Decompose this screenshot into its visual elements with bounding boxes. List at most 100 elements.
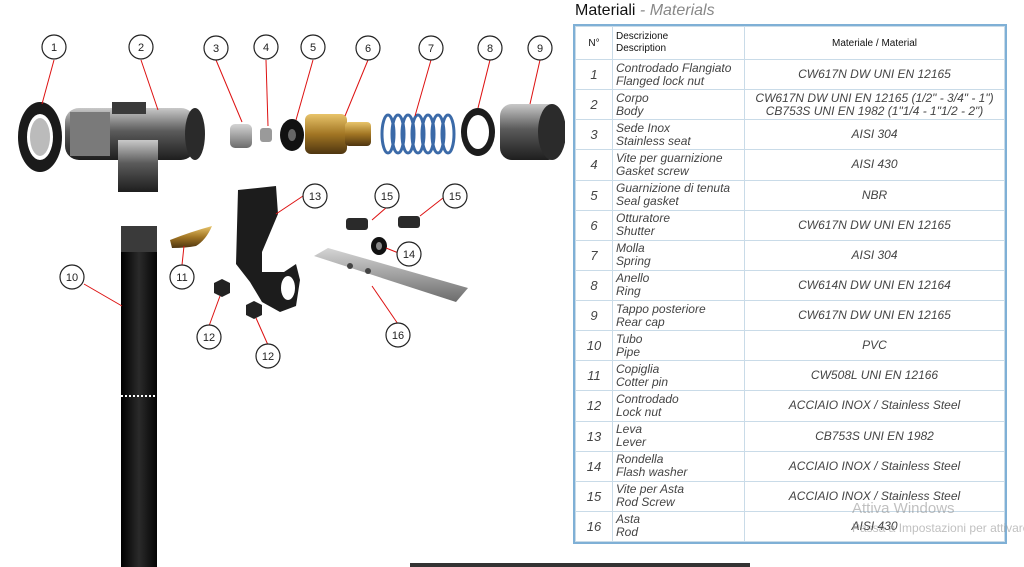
row-material: CW617N DW UNI EN 12165 (744, 299, 1005, 332)
row-material: NBR (744, 179, 1005, 211)
activation-watermark-subtitle: Passa a Impostazioni per attivare Window… (852, 521, 1024, 535)
description-italian: Guarnizione di tenuta (616, 181, 731, 196)
heading-sub: Materials (649, 2, 715, 19)
material-line: CW617N DW UNI EN 12165 (798, 308, 951, 323)
row-number: 5 (575, 179, 613, 211)
row-number: 9 (575, 299, 613, 332)
svg-text:15: 15 (381, 191, 393, 203)
description-english: Lock nut (616, 404, 662, 419)
callout-8: 8 (477, 35, 503, 61)
row-number: 10 (575, 330, 613, 362)
description-english: Seal gasket (616, 194, 679, 209)
heading-main: Materiali (575, 2, 636, 19)
material-line: ACCIAIO INOX / Stainless Steel (788, 398, 961, 413)
svg-text:5: 5 (310, 42, 316, 54)
row-number: 12 (575, 390, 613, 422)
row-material: AISI 304 (744, 119, 1005, 151)
part-13-lever (236, 186, 300, 312)
description-italian: Otturatore (616, 211, 671, 226)
description-english: Cotter pin (616, 374, 669, 389)
part-9-rear-cap (500, 104, 565, 160)
description-italian: Vite per guarnizione (616, 150, 723, 165)
row-material: PVC (744, 330, 1005, 362)
header-number: N° (575, 26, 613, 60)
material-line: CW508L UNI EN 12166 (810, 368, 939, 383)
material-line: CB753S UNI EN 1982 (815, 428, 934, 443)
description-italian: Controdado Flangiato (616, 60, 732, 75)
callout-1: 1 (41, 34, 67, 60)
svg-text:1: 1 (51, 42, 57, 54)
part-7-spring (380, 113, 456, 155)
row-material: AISI 304 (744, 239, 1005, 271)
description-english: Rod (616, 525, 639, 540)
materials-heading: Materiali - Materials (575, 2, 715, 20)
callout-14: 14 (396, 241, 422, 267)
callout-10: 10 (59, 264, 85, 290)
svg-text:2: 2 (138, 42, 144, 54)
description-italian: Sede Inox (616, 120, 671, 135)
part-10-pipe (121, 226, 157, 567)
callout-12b: 12 (255, 343, 281, 369)
row-material: CW614N DW UNI EN 12164 (744, 269, 1005, 302)
row-number: 8 (575, 269, 613, 302)
material-line: CB753S UNI EN 1982 (1"1/4 - 1"1/2 - 2") (765, 103, 984, 118)
svg-text:8: 8 (487, 43, 493, 55)
row-number: 7 (575, 239, 613, 271)
svg-text:6: 6 (365, 43, 371, 55)
table-header-row: N° Descrizione Description Materiale / M… (575, 26, 1005, 60)
material-line: AISI 430 (851, 518, 898, 533)
description-italian: Anello (616, 271, 650, 286)
activation-watermark-title: Attiva Windows (852, 500, 955, 517)
part-4-gasket-screw (260, 128, 272, 142)
part-3-stainless-seat (230, 124, 252, 148)
description-italian: Tappo posteriore (616, 301, 706, 316)
header-description-en: Description (616, 43, 667, 54)
material-line: NBR (861, 187, 888, 202)
svg-text:12: 12 (262, 351, 274, 363)
material-line: CW614N DW UNI EN 12164 (798, 277, 951, 292)
description-english: Ring (616, 284, 641, 299)
svg-text:15: 15 (449, 191, 461, 203)
row-material: ACCIAIO INOX / Stainless Steel (744, 450, 1005, 482)
material-line: PVC (862, 338, 887, 353)
row-material: CW508L UNI EN 12166 (744, 360, 1005, 392)
callout-5: 5 (300, 34, 326, 60)
part-5-seal-gasket (280, 119, 304, 151)
row-material: CW617N DW UNI EN 12165 (1/2" - 3/4" - 1"… (744, 89, 1005, 121)
callout-7: 7 (418, 35, 444, 61)
exploded-view-diagram: 1 2 3 4 5 6 7 8 9 10 11 12 12 13 14 15 1… (18, 34, 565, 567)
description-english: Flash washer (616, 465, 688, 480)
row-number: 13 (575, 420, 613, 452)
callout-4: 4 (253, 34, 279, 60)
row-number: 15 (575, 480, 613, 512)
description-english: Stainless seat (616, 133, 691, 148)
material-line: ACCIAIO INOX / Stainless Steel (788, 458, 961, 473)
row-material: CW617N DW UNI EN 12165 (744, 209, 1005, 241)
description-english: Gasket screw (616, 163, 689, 178)
header-description: Descrizione Description (612, 26, 745, 60)
material-line: CW617N DW UNI EN 12165 (1/2" - 3/4" - 1"… (755, 90, 994, 105)
description-english: Spring (616, 254, 651, 269)
callout-3: 3 (203, 35, 229, 61)
part-1-flanged-lock-nut (18, 102, 62, 172)
row-number: 3 (575, 119, 613, 151)
svg-text:4: 4 (263, 42, 269, 54)
description-italian: Controdado (616, 391, 679, 406)
